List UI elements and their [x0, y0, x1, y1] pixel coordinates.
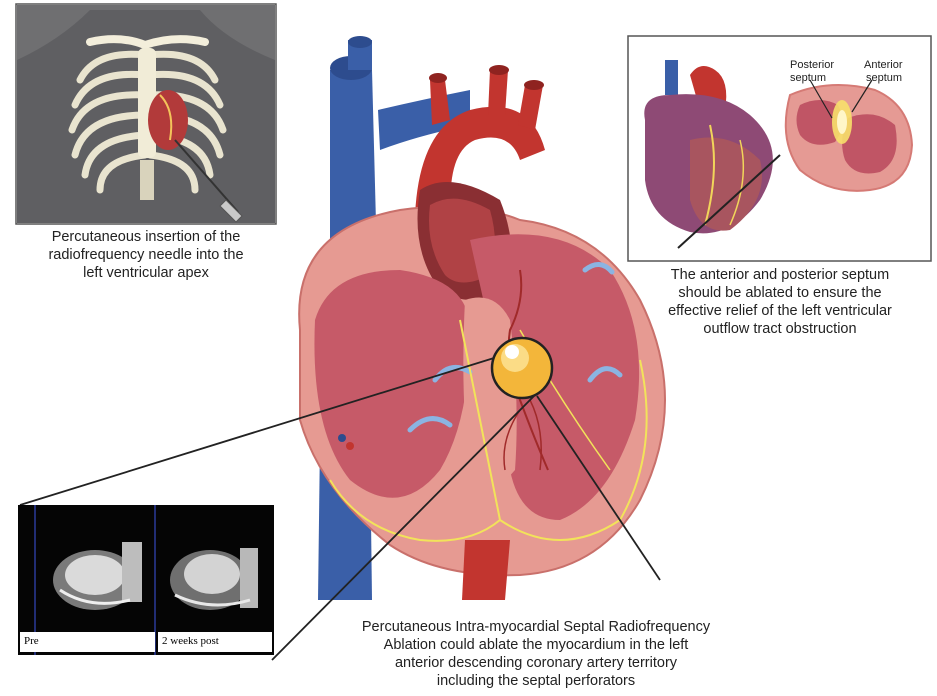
needle — [174, 139, 239, 213]
chest-heart — [148, 90, 188, 150]
apex-insertion-caption: Percutaneous insertion of the radiofrequ… — [48, 229, 244, 281]
main-heart — [298, 36, 666, 600]
conduction-path — [459, 319, 648, 541]
posterior-septum-label-line1: Posterior — [790, 59, 834, 71]
anterior-septum-label-line2: septum — [866, 72, 902, 84]
spine — [140, 160, 154, 200]
septum-caption: The anterior and posterior septum should… — [668, 267, 892, 337]
mri-panel — [18, 505, 274, 655]
ablation-caption: Percutaneous Intra-myocardial Septal Rad… — [361, 619, 711, 689]
clavicle — [86, 35, 209, 50]
mri-pre-label: Pre — [20, 632, 155, 652]
anterior-septum-label-line1: Anterior — [864, 59, 903, 71]
mri-post-label: 2 weeks post — [158, 632, 272, 652]
chest-xray-panel — [15, 3, 277, 225]
leader-lines — [19, 357, 661, 661]
descending-aorta — [462, 540, 510, 600]
septum-panel — [627, 35, 932, 262]
right-ventricle-cavity — [314, 270, 470, 498]
needle-handle — [219, 199, 243, 223]
ablation-circle-outline — [490, 336, 554, 400]
posterior-septum-label-line2: septum — [790, 72, 826, 84]
